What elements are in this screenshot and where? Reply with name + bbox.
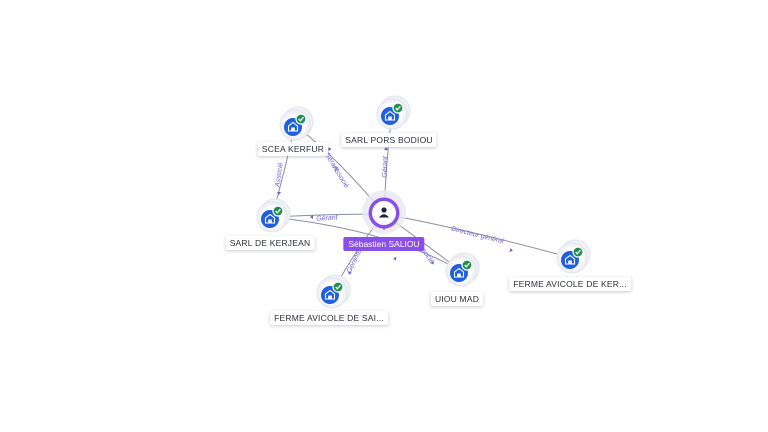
person-node[interactable] [362, 190, 406, 234]
building-icon [264, 213, 276, 224]
company-label-sarl-de-kerjean[interactable]: SARL DE KERJEAN [225, 236, 315, 250]
company-label-ferme-avicole-ker[interactable]: FERME AVICOLE DE KER... [509, 277, 631, 291]
building-icon [287, 121, 299, 132]
nodes-layer [256, 95, 591, 309]
edge-arrow-icon [277, 191, 281, 195]
edge-label: Gérant [382, 155, 390, 178]
check-icon [295, 113, 307, 125]
building-icon [384, 110, 396, 121]
person-label[interactable]: Sébastien SALIOU [343, 237, 425, 251]
person-icon [379, 207, 389, 218]
company-node-sarl-de-kerjean[interactable] [256, 198, 291, 233]
company-node-scea-kerfur[interactable] [279, 106, 314, 141]
edge-arrow-icon [348, 271, 352, 275]
building-icon [564, 254, 576, 265]
check-icon [572, 246, 584, 258]
company-label-ferme-avicole-sai[interactable]: FERME AVICOLE DE SAI... [270, 311, 388, 325]
check-icon [392, 102, 404, 114]
edge-arrow-icon [509, 248, 513, 252]
company-label-uiou-mad[interactable]: UIOU MAD [430, 292, 484, 306]
edge-arrow-icon [310, 215, 313, 219]
company-label-sarl-pors-bodiou[interactable]: SARL PORS BODIOU [341, 133, 437, 147]
building-icon [324, 289, 336, 300]
company-label-scea-kerfur[interactable]: SCEA KERFUR [257, 142, 329, 156]
company-node-uiou-mad[interactable] [445, 252, 480, 287]
company-node-ferme-avicole-ker[interactable] [556, 239, 591, 274]
check-icon [272, 205, 284, 217]
check-icon [332, 281, 344, 293]
edge-arrow-icon [430, 260, 434, 265]
edge-label: Directeur général [450, 226, 504, 246]
edge-arrow-icon [328, 147, 332, 151]
building-icon [453, 267, 465, 278]
edge-label: Associé [274, 162, 284, 188]
edge-label: Gérante [346, 248, 363, 274]
company-node-ferme-avicole-sai[interactable] [316, 274, 351, 309]
edge-arrow-icon [393, 257, 397, 261]
edge-arrow-icon [384, 147, 388, 150]
company-node-sarl-pors-bodiou[interactable] [376, 95, 411, 130]
check-icon [461, 259, 473, 271]
edge-label: Gérant [316, 214, 339, 223]
